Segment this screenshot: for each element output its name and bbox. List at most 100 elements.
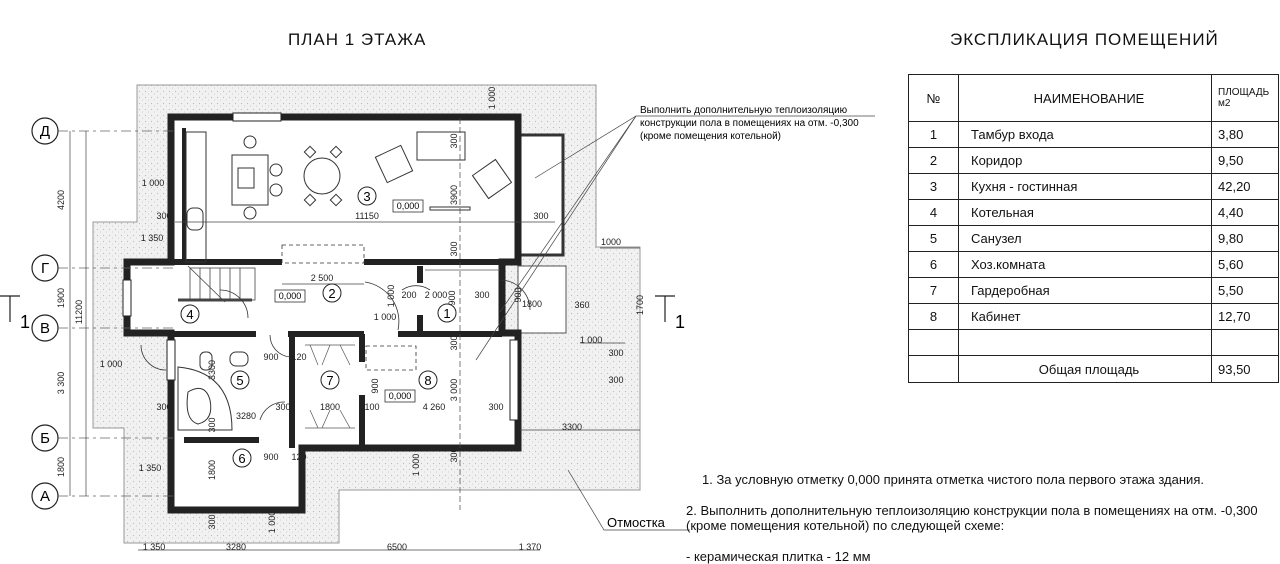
dim: 300 — [156, 402, 171, 412]
doors — [140, 244, 531, 421]
dim: 900 — [370, 378, 380, 393]
row-area: 12,70 — [1211, 303, 1279, 330]
dim: 1 350 — [141, 233, 164, 243]
explication-title: ЭКСПЛИКАЦИЯ ПОМЕЩЕНИЙ — [950, 30, 1219, 49]
room-number: 1 — [443, 306, 450, 321]
dim: 300 — [488, 402, 503, 412]
row-area: 42,20 — [1211, 173, 1279, 200]
row-name: Кабинет — [958, 303, 1212, 330]
dim: 3 300 — [56, 372, 66, 395]
dim: 200 — [401, 290, 416, 300]
row-area: 3,80 — [1211, 121, 1279, 148]
row-name: Тамбур входа — [958, 121, 1212, 148]
row-number: 4 — [908, 199, 959, 226]
dim: 300 — [608, 375, 623, 385]
dim: 300 — [156, 211, 171, 221]
dim: 300 — [207, 514, 217, 529]
row-number: 7 — [908, 277, 959, 304]
elevation-mark: 0,000 — [389, 391, 412, 401]
dim: 900 — [263, 352, 278, 362]
dim: 3 000 — [449, 379, 459, 402]
axis-label: Г — [41, 260, 49, 277]
grid-lines — [58, 130, 175, 497]
dim: 1 000 — [580, 335, 603, 345]
row-number: 8 — [908, 303, 959, 330]
dim: 1800 — [207, 460, 217, 480]
dim: 300 — [449, 133, 459, 148]
dim: 1 000 — [411, 454, 421, 477]
note-2: 2. Выполнить дополнительную теплоизоляци… — [686, 503, 1258, 518]
row-area: 9,50 — [1211, 147, 1279, 174]
section-label-right: 1 — [675, 312, 685, 332]
row-name: Санузел — [958, 225, 1212, 252]
dim: 1 350 — [143, 542, 166, 552]
dim: 1 000 — [374, 312, 397, 322]
row-area: 5,60 — [1211, 251, 1279, 278]
dim: 1 000 — [142, 178, 165, 188]
dim: 900 — [263, 452, 278, 462]
stairs — [178, 265, 256, 303]
row-number: 5 — [908, 225, 959, 252]
room-number: 6 — [238, 451, 245, 466]
row-area: 5,50 — [1211, 277, 1279, 304]
note-2-item: - керамическая плитка - 12 мм — [686, 549, 871, 564]
dim: 4 260 — [423, 402, 446, 412]
row-name: Котельная — [958, 199, 1212, 226]
dim: 120 — [291, 452, 306, 462]
room-number: 4 — [186, 307, 193, 322]
dim: 1 000 — [100, 359, 123, 369]
dim: 300 — [533, 211, 548, 221]
dim: 300 — [207, 417, 217, 432]
row-name: Гардеробная — [958, 277, 1212, 304]
elevation-boxes — [274, 199, 424, 403]
elevation-mark: 0,000 — [397, 201, 420, 211]
dim: 2 000 — [425, 290, 448, 300]
table-row-empty — [908, 329, 1279, 356]
dimension-lines — [69, 118, 640, 551]
row-area: 4,40 — [1211, 199, 1279, 226]
section-marks — [0, 295, 675, 322]
dim: 1 350 — [139, 463, 162, 473]
dim: 300 — [608, 348, 623, 358]
room-number: 5 — [236, 373, 243, 388]
dim: 300 — [449, 241, 459, 256]
col-number: № — [908, 74, 959, 122]
note-2-cont: (кроме помещения котельной) по следующей… — [686, 518, 1005, 533]
dim: 1800 — [56, 457, 66, 477]
porch — [517, 265, 567, 334]
row-number: 6 — [908, 251, 959, 278]
dim: 900 — [447, 290, 457, 305]
dim: 1800 — [320, 402, 340, 412]
callout-leaders — [475, 115, 875, 531]
dimension-labels: 1 000 1 000 300 11150 300 3900 300 300 1… — [56, 87, 645, 552]
dim: 1000 — [601, 237, 621, 247]
area-header: ПЛОЩАДЬ — [1218, 87, 1270, 98]
dim: 900 — [513, 287, 523, 302]
dim: 300 — [275, 402, 290, 412]
room-markers — [180, 186, 457, 468]
dim: 1700 — [635, 295, 645, 315]
axis-label: А — [40, 488, 50, 505]
room-number: 3 — [363, 189, 370, 204]
row-number: 3 — [908, 173, 959, 200]
dim: 1 000 — [267, 511, 277, 534]
row-name: Хоз.комната — [958, 251, 1212, 278]
callout-text: конструкции пола в помещениях на отм. -0… — [640, 118, 859, 129]
dim: 1800 — [522, 299, 542, 309]
row-name: Коридор — [958, 147, 1212, 174]
dim: 1900 — [56, 288, 66, 308]
room-number: 2 — [328, 286, 335, 301]
dim: 3900 — [449, 185, 459, 205]
total-area: 93,50 — [1211, 355, 1279, 383]
dim: 6500 — [387, 542, 407, 552]
